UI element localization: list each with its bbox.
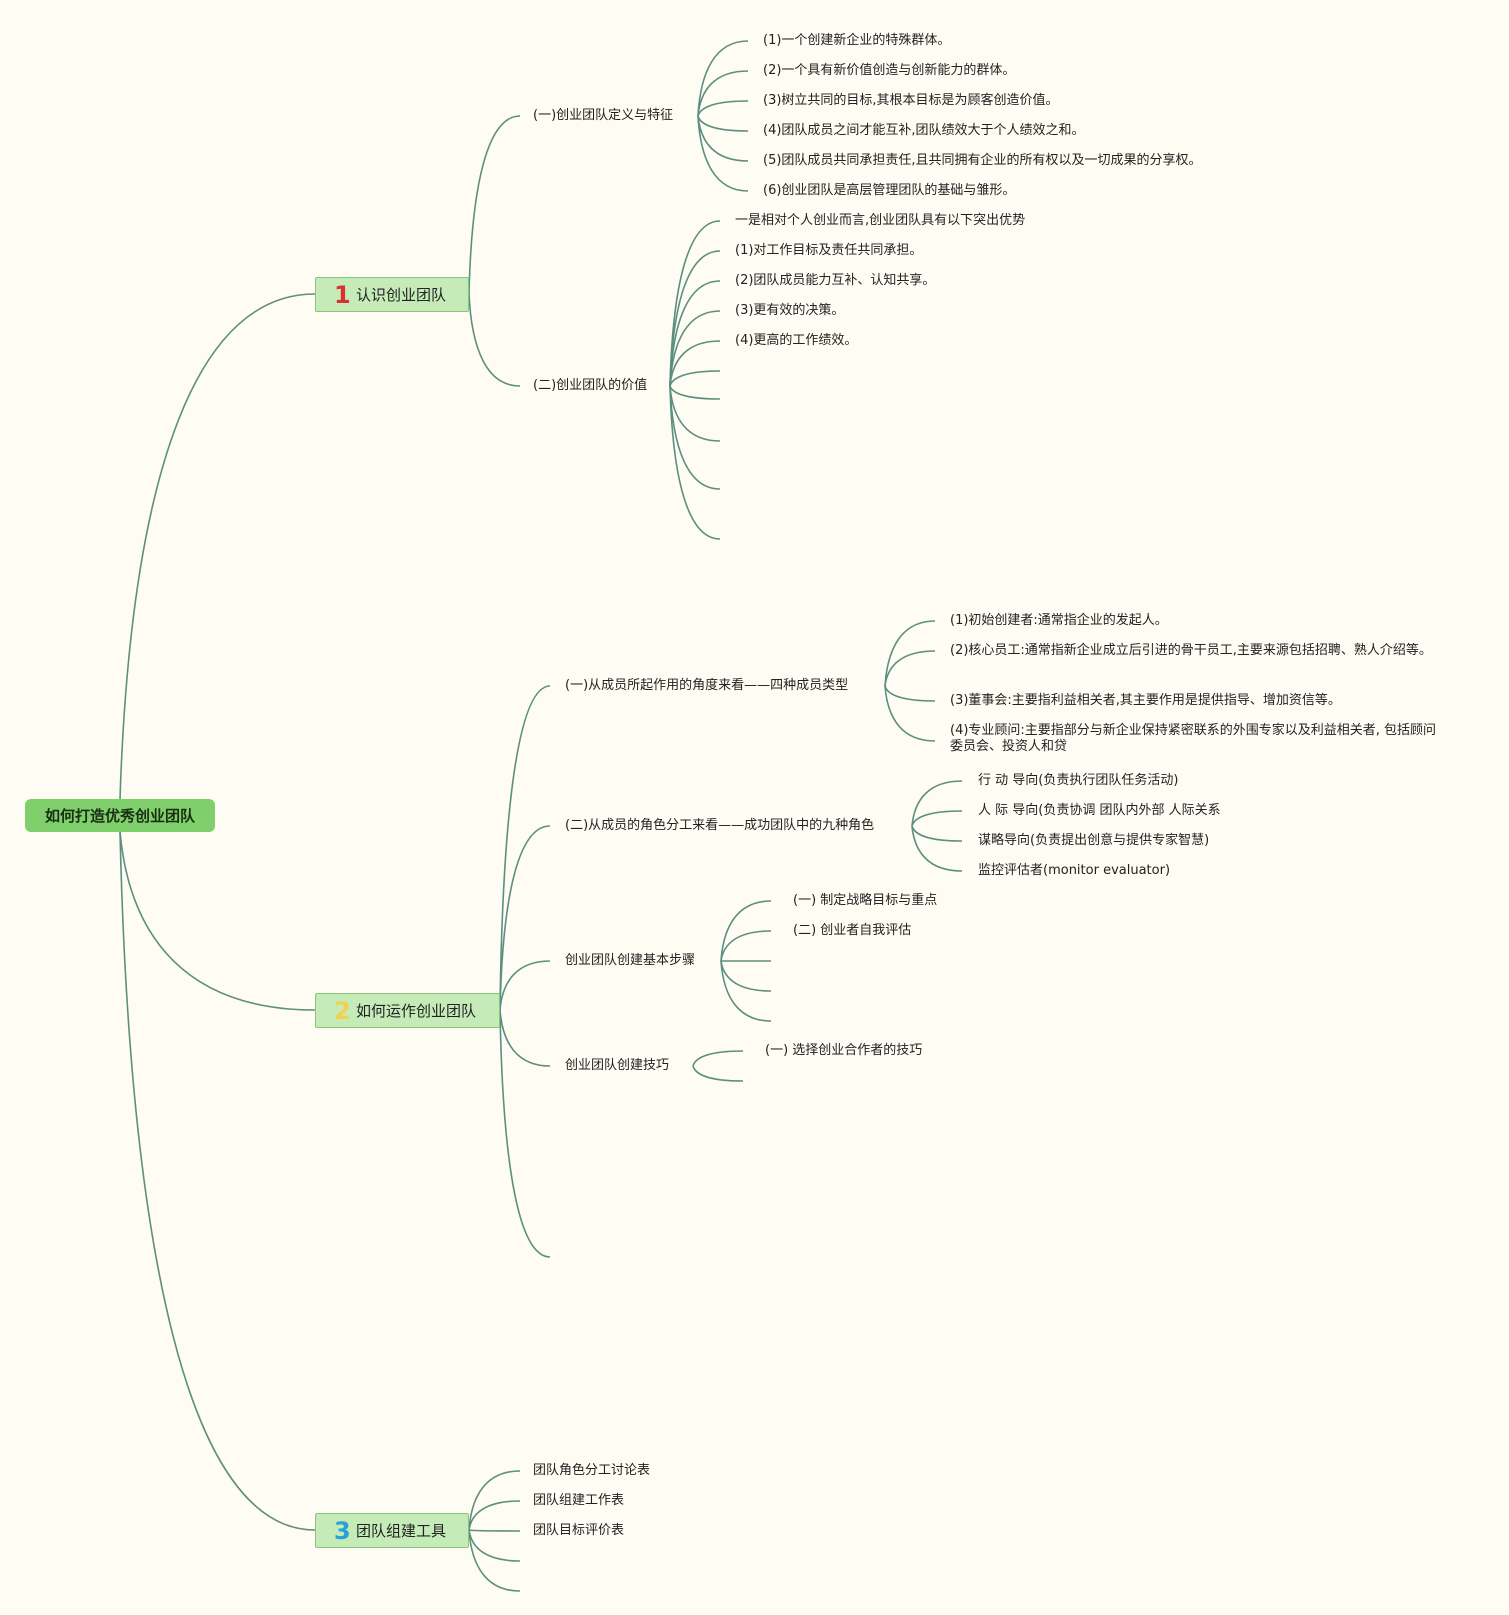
connector-line <box>669 340 721 387</box>
list-item[interactable]: 团队角色分工讨论表 <box>533 1463 651 1478</box>
list-item[interactable]: (一) 选择创业合作者的技巧 <box>765 1043 923 1058</box>
main-topic-3-label: 团队组建工具 <box>356 1522 447 1540</box>
list-item[interactable]: 行 动 导向(负责执行团队任务活动) <box>978 773 1179 788</box>
list-item[interactable]: 一是相对个人创业而言,创业团队具有以下突出优势 <box>735 213 1026 228</box>
connector-line <box>720 900 772 962</box>
connector-line <box>669 370 721 387</box>
connector-line <box>720 930 772 962</box>
connector-line <box>884 650 936 687</box>
list-item[interactable]: 监控评估者(monitor evaluator) <box>978 863 1171 878</box>
list-item[interactable]: (2)核心员工:通常指新企业成立后引进的骨干员工,主要来源包括招聘、熟人介绍等。 <box>950 643 1432 658</box>
connector-line <box>468 1529 521 1592</box>
connector-line <box>499 960 551 1011</box>
connector-line <box>669 385 721 540</box>
connector-line <box>468 1500 521 1531</box>
connector-line <box>697 115 749 132</box>
subtopic-nine-roles[interactable]: (二)从成员的角色分工来看——成功团队中的九种角色 <box>565 818 875 833</box>
connector-line <box>884 685 936 702</box>
main-topic-1[interactable]: 1 认识创业团队 <box>315 277 469 312</box>
main-topic-2-label: 如何运作创业团队 <box>356 1002 477 1020</box>
list-item[interactable]: 团队组建工作表 <box>533 1493 625 1508</box>
list-item[interactable]: (2)团队成员能力互补、认知共享。 <box>735 273 936 288</box>
connector-line <box>720 960 772 1022</box>
subtopic-basic-steps[interactable]: 创业团队创建基本步骤 <box>565 953 696 968</box>
number-1-icon: 1 <box>334 281 351 309</box>
list-item[interactable]: 人 际 导向(负责协调 团队内外部 人际关系 <box>978 803 1221 818</box>
list-item[interactable]: (一) 制定战略目标与重点 <box>793 893 938 908</box>
connector-line <box>720 960 772 992</box>
connector-root-main-2 <box>119 831 316 1011</box>
main-topic-2[interactable]: 2 如何运作创业团队 <box>315 993 500 1028</box>
connector-line <box>468 1529 521 1532</box>
connector-line <box>499 825 551 1011</box>
connector-line <box>468 1470 521 1531</box>
connector-line <box>669 385 721 442</box>
list-item[interactable]: (3)树立共同的目标,其根本目标是为顾客创造价值。 <box>763 93 1059 108</box>
connector-root-main-3 <box>119 831 316 1531</box>
connector-root-main-1 <box>119 293 316 800</box>
list-item[interactable]: (3)更有效的决策。 <box>735 303 845 318</box>
connector-line <box>468 293 521 387</box>
connector-line <box>911 825 963 872</box>
subtopic-definition-features[interactable]: (一)创业团队定义与特征 <box>533 108 674 123</box>
main-topic-3[interactable]: 3 团队组建工具 <box>315 1513 469 1548</box>
list-item[interactable]: (4)更高的工作绩效。 <box>735 333 858 348</box>
root-topic[interactable]: 如何打造优秀创业团队 <box>25 799 215 832</box>
connector-line <box>697 115 749 162</box>
connector-line <box>499 1009 551 1258</box>
connector-line <box>692 1065 744 1082</box>
list-item[interactable]: (5)团队成员共同承担责任,且共同拥有企业的所有权以及一切成果的分享权。 <box>763 153 1202 168</box>
connector-line <box>468 115 521 295</box>
list-item[interactable]: (4)专业顾问:主要指部分与新企业保持紧密联系的外围专家以及利益相关者, 包括顾… <box>950 723 1437 754</box>
connector-line <box>911 780 963 827</box>
subtopic-four-member-types[interactable]: (一)从成员所起作用的角度来看——四种成员类型 <box>565 678 849 693</box>
list-item[interactable]: (1)对工作目标及责任共同承担。 <box>735 243 923 258</box>
connector-line <box>884 685 936 742</box>
list-item[interactable]: (1)初始创建者:通常指企业的发起人。 <box>950 613 1168 628</box>
number-3-icon: 3 <box>334 1517 351 1545</box>
connector-line <box>468 1529 521 1562</box>
connector-line <box>697 70 749 117</box>
connector-line <box>697 100 749 117</box>
connector-line <box>697 115 749 192</box>
subtopic-building-skills[interactable]: 创业团队创建技巧 <box>565 1058 670 1073</box>
list-item[interactable]: (2)一个具有新价值创造与创新能力的群体。 <box>763 63 1016 78</box>
list-item[interactable]: (3)董事会:主要指利益相关者,其主要作用是提供指导、增加资信等。 <box>950 693 1341 708</box>
connector-line <box>499 685 551 1011</box>
main-topic-1-label: 认识创业团队 <box>356 286 447 304</box>
list-item[interactable]: (1)一个创建新企业的特殊群体。 <box>763 33 951 48</box>
connector-line <box>499 1009 551 1067</box>
list-item[interactable]: (6)创业团队是高层管理团队的基础与雏形。 <box>763 183 1016 198</box>
number-2-icon: 2 <box>334 997 351 1025</box>
connector-line <box>884 620 936 687</box>
connector-line <box>692 1050 744 1067</box>
list-item[interactable]: (4)团队成员之间才能互补,团队绩效大于个人绩效之和。 <box>763 123 1085 138</box>
list-item[interactable]: 团队目标评价表 <box>533 1523 625 1538</box>
connector-line <box>669 310 721 387</box>
list-item[interactable]: (二) 创业者自我评估 <box>793 923 912 938</box>
connector-line <box>911 810 963 827</box>
subtopic-team-value[interactable]: (二)创业团队的价值 <box>533 378 648 393</box>
connector-line <box>669 385 721 400</box>
list-item[interactable]: 谋略导向(负责提出创意与提供专家智慧) <box>978 833 1210 848</box>
connector-line <box>911 825 963 842</box>
connector-line <box>697 40 749 117</box>
